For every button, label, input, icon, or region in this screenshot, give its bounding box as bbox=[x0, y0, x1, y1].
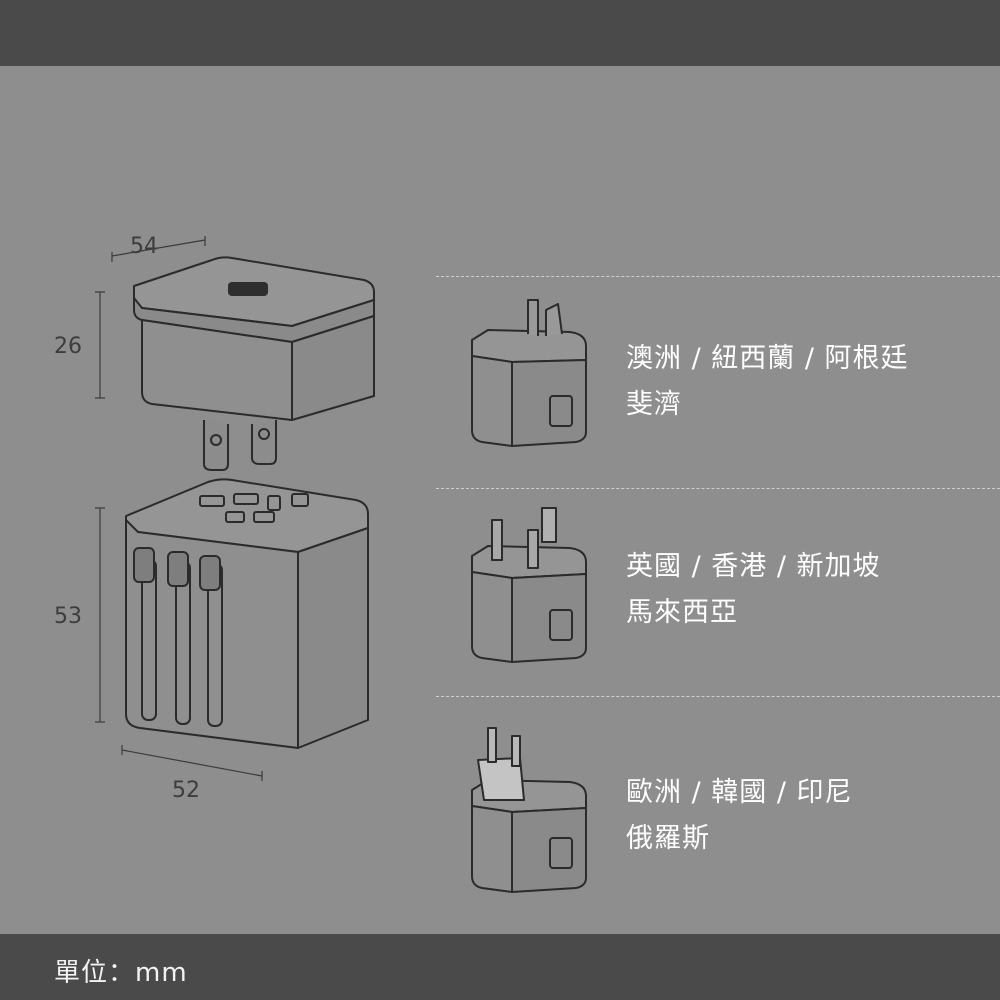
top-bar bbox=[0, 0, 1000, 66]
divider-3 bbox=[436, 696, 1000, 697]
dimension-bottom-width: 52 bbox=[172, 778, 200, 803]
dimension-bottom-height: 53 bbox=[54, 604, 82, 629]
divider-1 bbox=[436, 276, 1000, 277]
region-au-line2: 斐濟 bbox=[626, 389, 682, 420]
divider-2 bbox=[436, 488, 1000, 489]
region-eu: 歐洲 / 韓國 / 印尼 俄羅斯 bbox=[626, 770, 853, 862]
region-uk: 英國 / 香港 / 新加坡 馬來西亞 bbox=[626, 544, 881, 636]
region-uk-line1: 英國 / 香港 / 新加坡 bbox=[626, 551, 881, 582]
dimension-lines bbox=[95, 236, 263, 781]
region-eu-line1: 歐洲 / 韓國 / 印尼 bbox=[626, 777, 853, 808]
adapter-eu bbox=[471, 727, 587, 893]
unit-label: 單位：mm bbox=[54, 958, 188, 988]
bottom-module bbox=[125, 478, 369, 749]
region-eu-line2: 俄羅斯 bbox=[626, 823, 710, 854]
top-module bbox=[133, 256, 375, 471]
bottom-bar bbox=[0, 934, 1000, 1000]
region-uk-line2: 馬來西亞 bbox=[626, 597, 738, 628]
region-au: 澳洲 / 紐西蘭 / 阿根廷 斐濟 bbox=[626, 336, 909, 428]
region-au-line1: 澳洲 / 紐西蘭 / 阿根廷 bbox=[626, 343, 909, 374]
adapter-au bbox=[471, 299, 587, 447]
adapter-uk bbox=[471, 507, 587, 663]
dimension-top-width: 54 bbox=[130, 234, 158, 259]
dimension-top-height: 26 bbox=[54, 334, 82, 359]
